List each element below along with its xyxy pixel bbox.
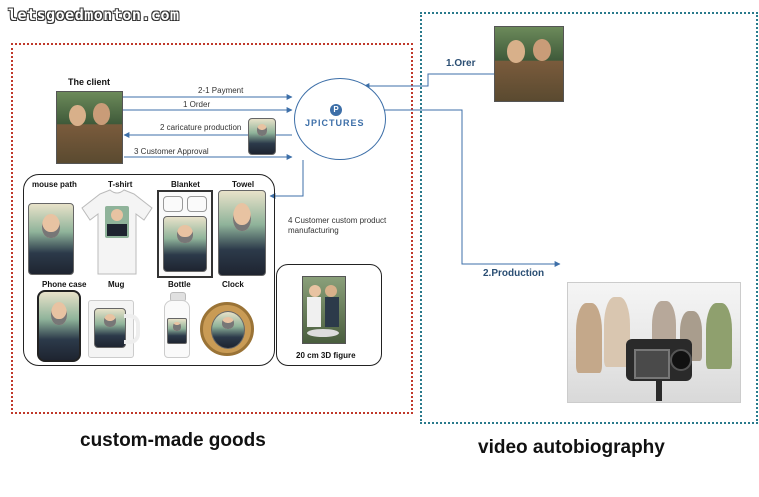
company-circle [294,78,386,160]
blanket-image [157,190,213,278]
order-photo [494,26,564,102]
figure-panel [276,264,382,366]
mousepad-image [28,203,74,275]
product-label-towel: Towel [232,180,255,189]
phonecase-image [37,290,81,362]
flow-label-manufacturing: 4 Customer custom product manufacturing [288,216,387,235]
video-autobiography-caption: video autobiography [478,437,665,458]
arrow-right-order [363,73,494,89]
step-production-label: 2.Production [483,268,545,279]
tshirt-image [81,189,153,275]
flow-label-order: 1 Order [183,100,211,109]
custom-goods-caption: custom-made goods [80,430,266,451]
figure-label: 20 cm 3D figure [296,351,356,360]
product-label-phonecase: Phone case [42,280,87,289]
figure-image [302,276,346,344]
client-photo [56,91,123,164]
product-label-tshirt: T-shirt [108,180,133,189]
product-label-mousepad: mouse path [32,180,77,189]
bottle-image [164,292,190,358]
product-label-blanket: Blanket [171,180,200,189]
custom-goods-frame [11,43,413,414]
step-order-label: 1.Orer [446,58,476,69]
arrow-right-production [382,109,561,267]
flow-label-caricature: 2 caricature production [160,123,242,132]
watermark-text: letsgoedmonton.com [8,6,180,24]
production-studio-photo [567,282,741,403]
mug-image [88,300,140,358]
client-label: The client [68,77,111,87]
product-label-clock: Clock [222,280,244,289]
logo-mark-icon: P [330,104,342,116]
flow-label-payment: 2-1 Payment [198,86,244,95]
clock-image [200,302,254,356]
camera-icon [626,339,692,381]
product-label-mug: Mug [108,280,125,289]
video-autobiography-frame [420,12,758,424]
towel-image [218,190,266,276]
company-logo-text: JPICTURES [305,118,365,128]
arrow-manufacturing [269,160,304,199]
caricature-thumbnail [248,118,276,155]
products-panel [23,174,275,366]
product-label-bottle: Bottle [168,280,191,289]
flow-label-approval: 3 Customer Approval [134,147,209,156]
